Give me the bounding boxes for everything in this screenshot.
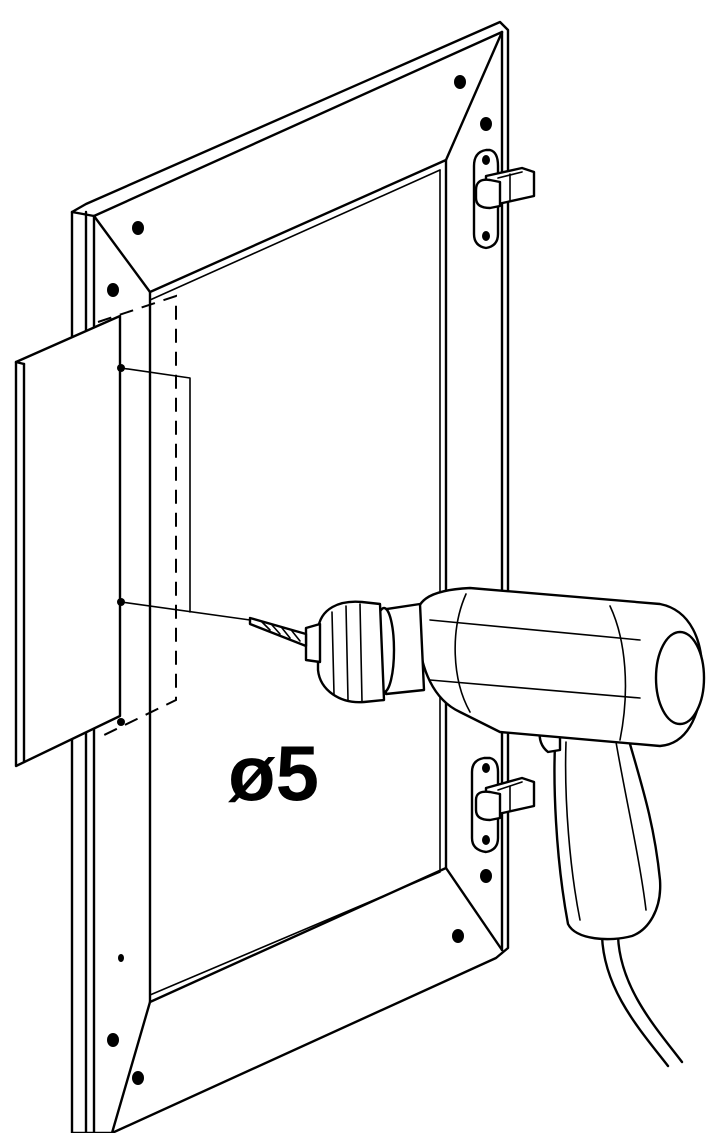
power-drill-icon: [248, 586, 706, 1068]
cabinet-door-icon: [70, 20, 510, 1133]
hinge-icon-top: [472, 148, 536, 250]
screw-icons: [107, 75, 492, 1085]
hinge-icon-bottom: [470, 756, 536, 854]
drill-size-label: ø5: [228, 729, 319, 817]
template-board-icon: [14, 294, 251, 768]
